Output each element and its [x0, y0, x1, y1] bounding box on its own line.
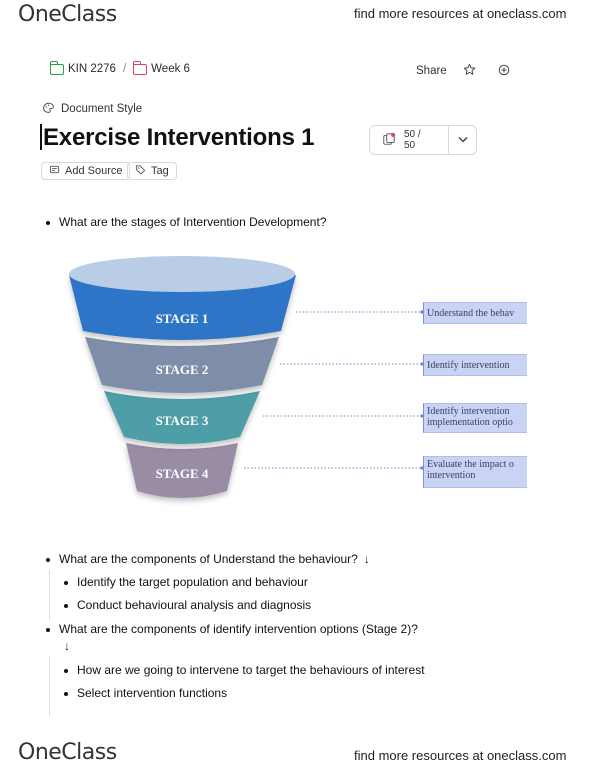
bullet-icon	[64, 692, 68, 696]
list-item[interactable]: What are the stages of Intervention Deve…	[46, 215, 327, 229]
bullet-icon	[64, 669, 68, 673]
chevron-down-icon	[458, 135, 468, 146]
add-source-label: Add Source	[65, 165, 123, 177]
counter-value: 50 / 50	[404, 129, 421, 151]
bullet-icon	[64, 604, 68, 608]
list-item[interactable]: Identify the target population and behav…	[64, 575, 308, 589]
arrow-down-icon: ↓	[64, 639, 70, 653]
share-button[interactable]: Share	[416, 65, 447, 77]
indent-guide	[49, 570, 50, 620]
stage-2-label: STAGE 2	[156, 362, 209, 377]
connector-dot	[420, 310, 424, 314]
find-more-link[interactable]: find more resources at oneclass.com	[354, 748, 567, 763]
connector-dot	[420, 466, 424, 470]
question-text: What are the stages of Intervention Deve…	[59, 215, 327, 229]
funnel-rim	[69, 256, 295, 292]
stage-4-description: Evaluate the impact o intervention	[423, 456, 527, 488]
counter-display[interactable]: 50 / 50	[370, 126, 448, 154]
palette-icon	[42, 101, 55, 116]
list-item[interactable]: How are we going to intervene to target …	[64, 663, 425, 677]
connector-dot	[420, 362, 424, 366]
arrow-down-icon: ↓	[363, 552, 370, 566]
funnel-stage-4	[126, 443, 238, 498]
list-item[interactable]: Conduct behavioural analysis and diagnos…	[64, 598, 311, 612]
tag-button[interactable]: Tag	[127, 162, 177, 180]
stage-3-description: Identify intervention implementation opt…	[423, 403, 527, 433]
funnel-diagram: STAGE 1 STAGE 2 STAGE 3 STAGE 4	[69, 256, 424, 498]
answer-text: Identify the target population and behav…	[77, 575, 308, 589]
flashcard-icon	[382, 132, 396, 149]
stage-1-label: STAGE 1	[156, 311, 209, 326]
star-icon[interactable]	[463, 63, 476, 79]
find-more-link[interactable]: find more resources at oneclass.com	[354, 6, 567, 21]
stage-2-description: Identify intervention	[423, 354, 527, 376]
tag-icon	[135, 164, 146, 178]
connector-dot	[420, 414, 424, 418]
funnel-stage-2	[85, 337, 279, 393]
list-item[interactable]: What are the components of identify inte…	[46, 622, 418, 636]
bullet-icon	[46, 221, 50, 225]
bullet-icon	[46, 628, 50, 632]
answer-text: Select intervention functions	[77, 686, 228, 700]
question-text: What are the components of identify inte…	[59, 622, 418, 636]
source-icon	[49, 164, 60, 178]
stage-1-description: Understand the behav	[423, 302, 527, 324]
indent-guide	[49, 656, 50, 716]
question-text: What are the components of Understand th…	[59, 552, 358, 566]
page-title[interactable]: Exercise Interventions 1	[40, 124, 315, 152]
add-source-button[interactable]: Add Source	[41, 162, 131, 180]
tag-label: Tag	[151, 165, 169, 177]
oneclass-logo: OneClass	[18, 2, 117, 27]
stage-4-label: STAGE 4	[156, 466, 209, 481]
bullet-icon	[64, 581, 68, 585]
breadcrumb-course[interactable]: KIN 2276	[68, 63, 116, 75]
list-item[interactable]: Select intervention functions	[64, 686, 227, 700]
folder-icon	[132, 60, 148, 75]
flashcard-counter[interactable]: 50 / 50	[369, 125, 477, 155]
breadcrumb-folder[interactable]: Week 6	[151, 63, 190, 75]
document-style-button[interactable]: Document Style	[42, 101, 142, 116]
bullet-icon	[46, 558, 50, 562]
add-circle-icon[interactable]	[498, 64, 510, 79]
top-actions: Share	[416, 63, 510, 79]
counter-dropdown[interactable]	[448, 126, 476, 154]
document-style-label: Document Style	[61, 102, 143, 115]
list-item[interactable]: What are the components of Understand th…	[46, 552, 370, 566]
text-cursor	[40, 124, 42, 150]
funnel-stage-1	[69, 275, 296, 340]
stage-3-label: STAGE 3	[156, 413, 209, 428]
breadcrumb-separator: /	[122, 63, 127, 75]
funnel-stage-3	[104, 391, 260, 444]
breadcrumb: KIN 2276 / Week 6	[49, 60, 190, 75]
oneclass-logo: OneClass	[18, 740, 117, 765]
folder-icon	[49, 60, 64, 75]
answer-text: Conduct behavioural analysis and diagnos…	[77, 598, 312, 612]
answer-text: How are we going to intervene to target …	[77, 663, 425, 677]
